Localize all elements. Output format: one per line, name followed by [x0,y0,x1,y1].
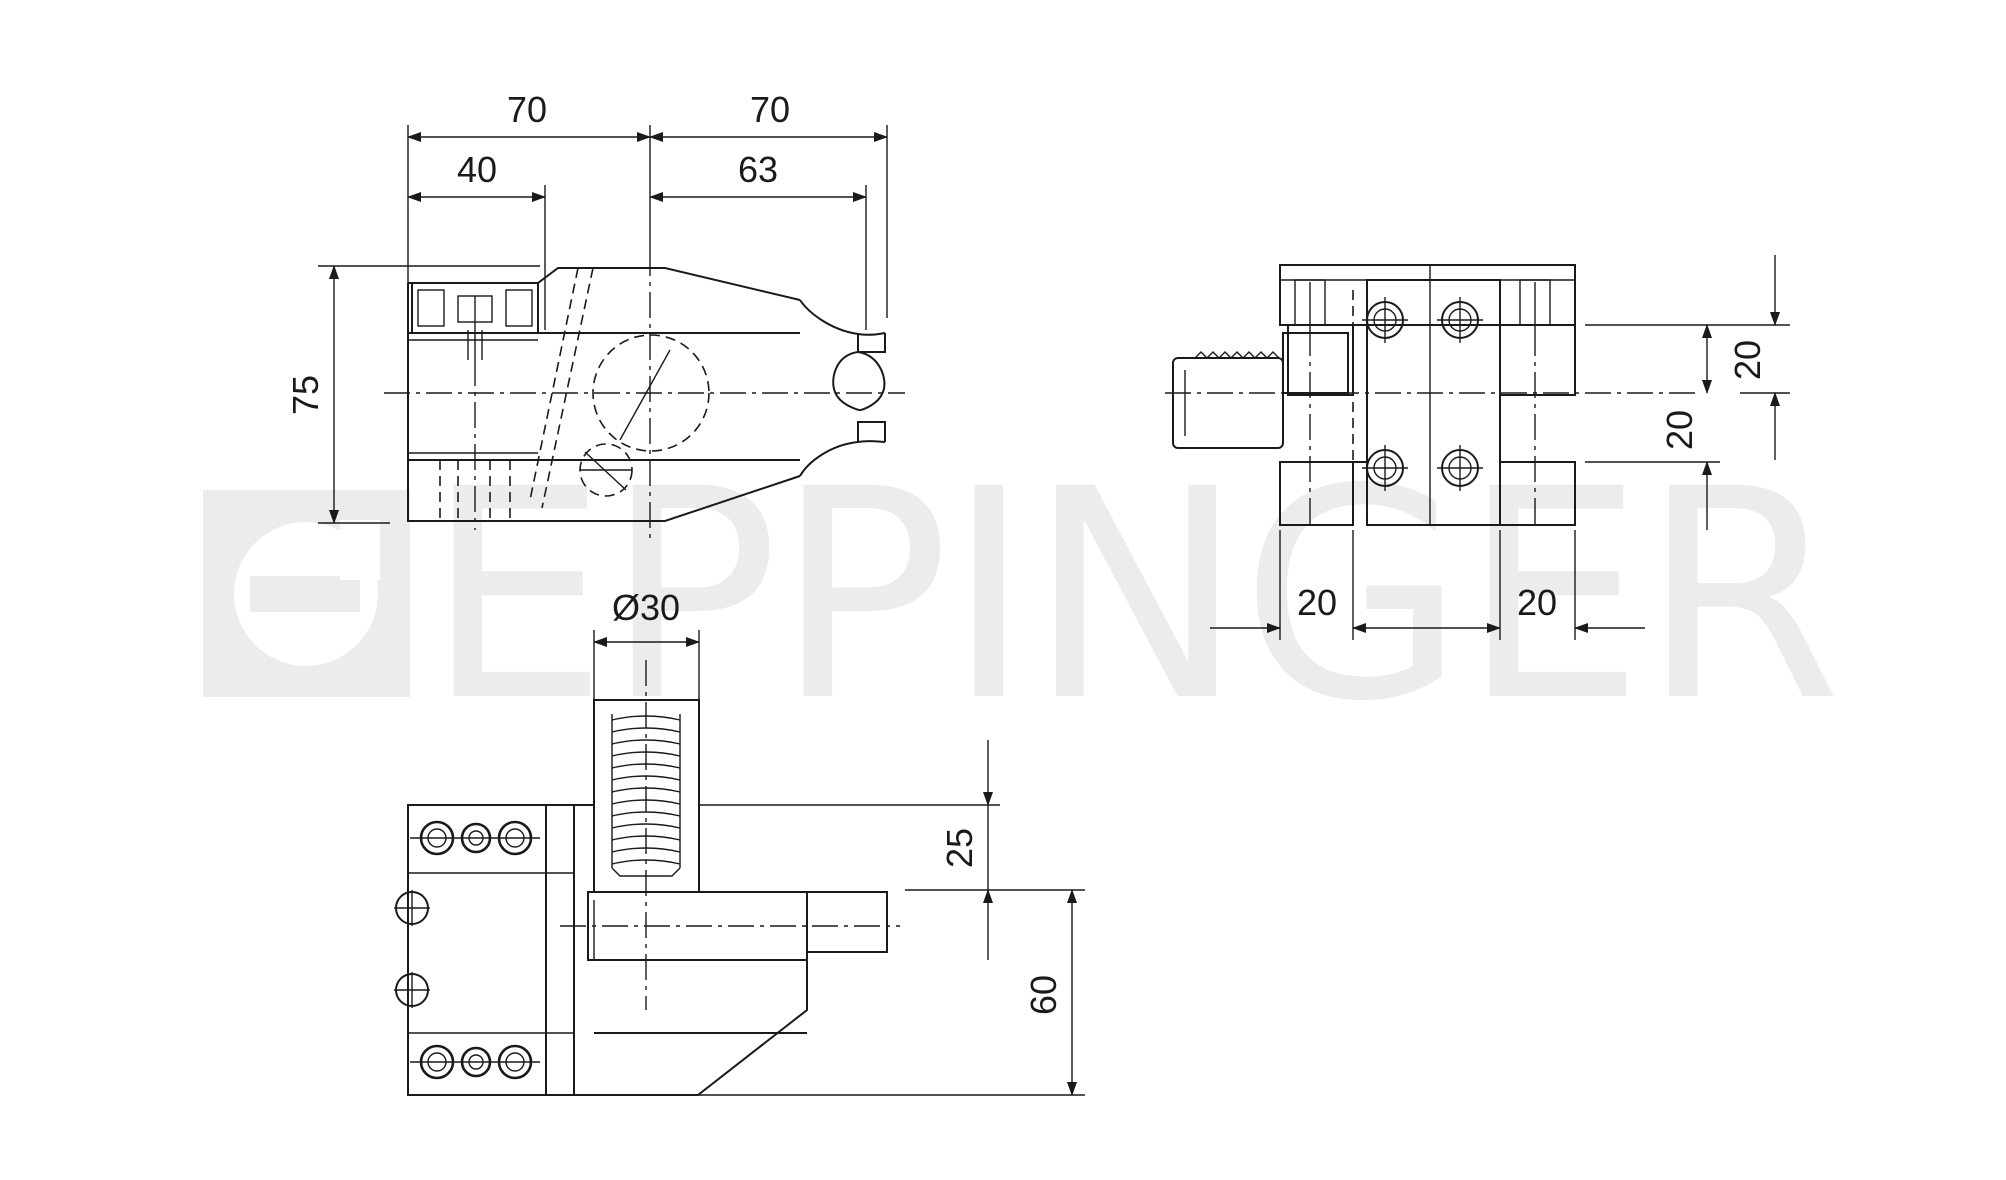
front-view: 70 70 40 63 75 [285,89,905,540]
dim-right-view-height-top: 20 [1727,340,1768,380]
watermark-text: EPPINGER [425,428,1838,765]
dim-right-view-width-right: 20 [1517,582,1557,623]
dim-right-view-width-left: 20 [1297,582,1337,623]
dim-bottom-height-25: 25 [939,828,980,868]
watermark-logo-icon [203,490,410,697]
bolt-icon [1437,297,1483,343]
bolt-icon [1437,445,1483,491]
bolt-icon [394,890,430,926]
top-view: Ø30 25 60 [394,587,1085,1096]
dim-bottom-height-60: 60 [1023,975,1064,1015]
dim-height-left: 75 [285,375,326,415]
bolt-icon [394,972,430,1008]
dim-right-view-height-mid: 20 [1659,410,1700,450]
bolt-icon [1362,297,1408,343]
dim-inner-left: 40 [457,149,497,190]
dim-top-width-left: 70 [507,89,547,130]
dim-inner-right: 63 [738,149,778,190]
dim-diameter: Ø30 [612,587,680,628]
bolt-icon [1362,445,1408,491]
side-view: 20 20 20 20 [1165,255,1790,640]
dim-top-width-right: 70 [750,89,790,130]
watermark: EPPINGER [203,428,1842,765]
